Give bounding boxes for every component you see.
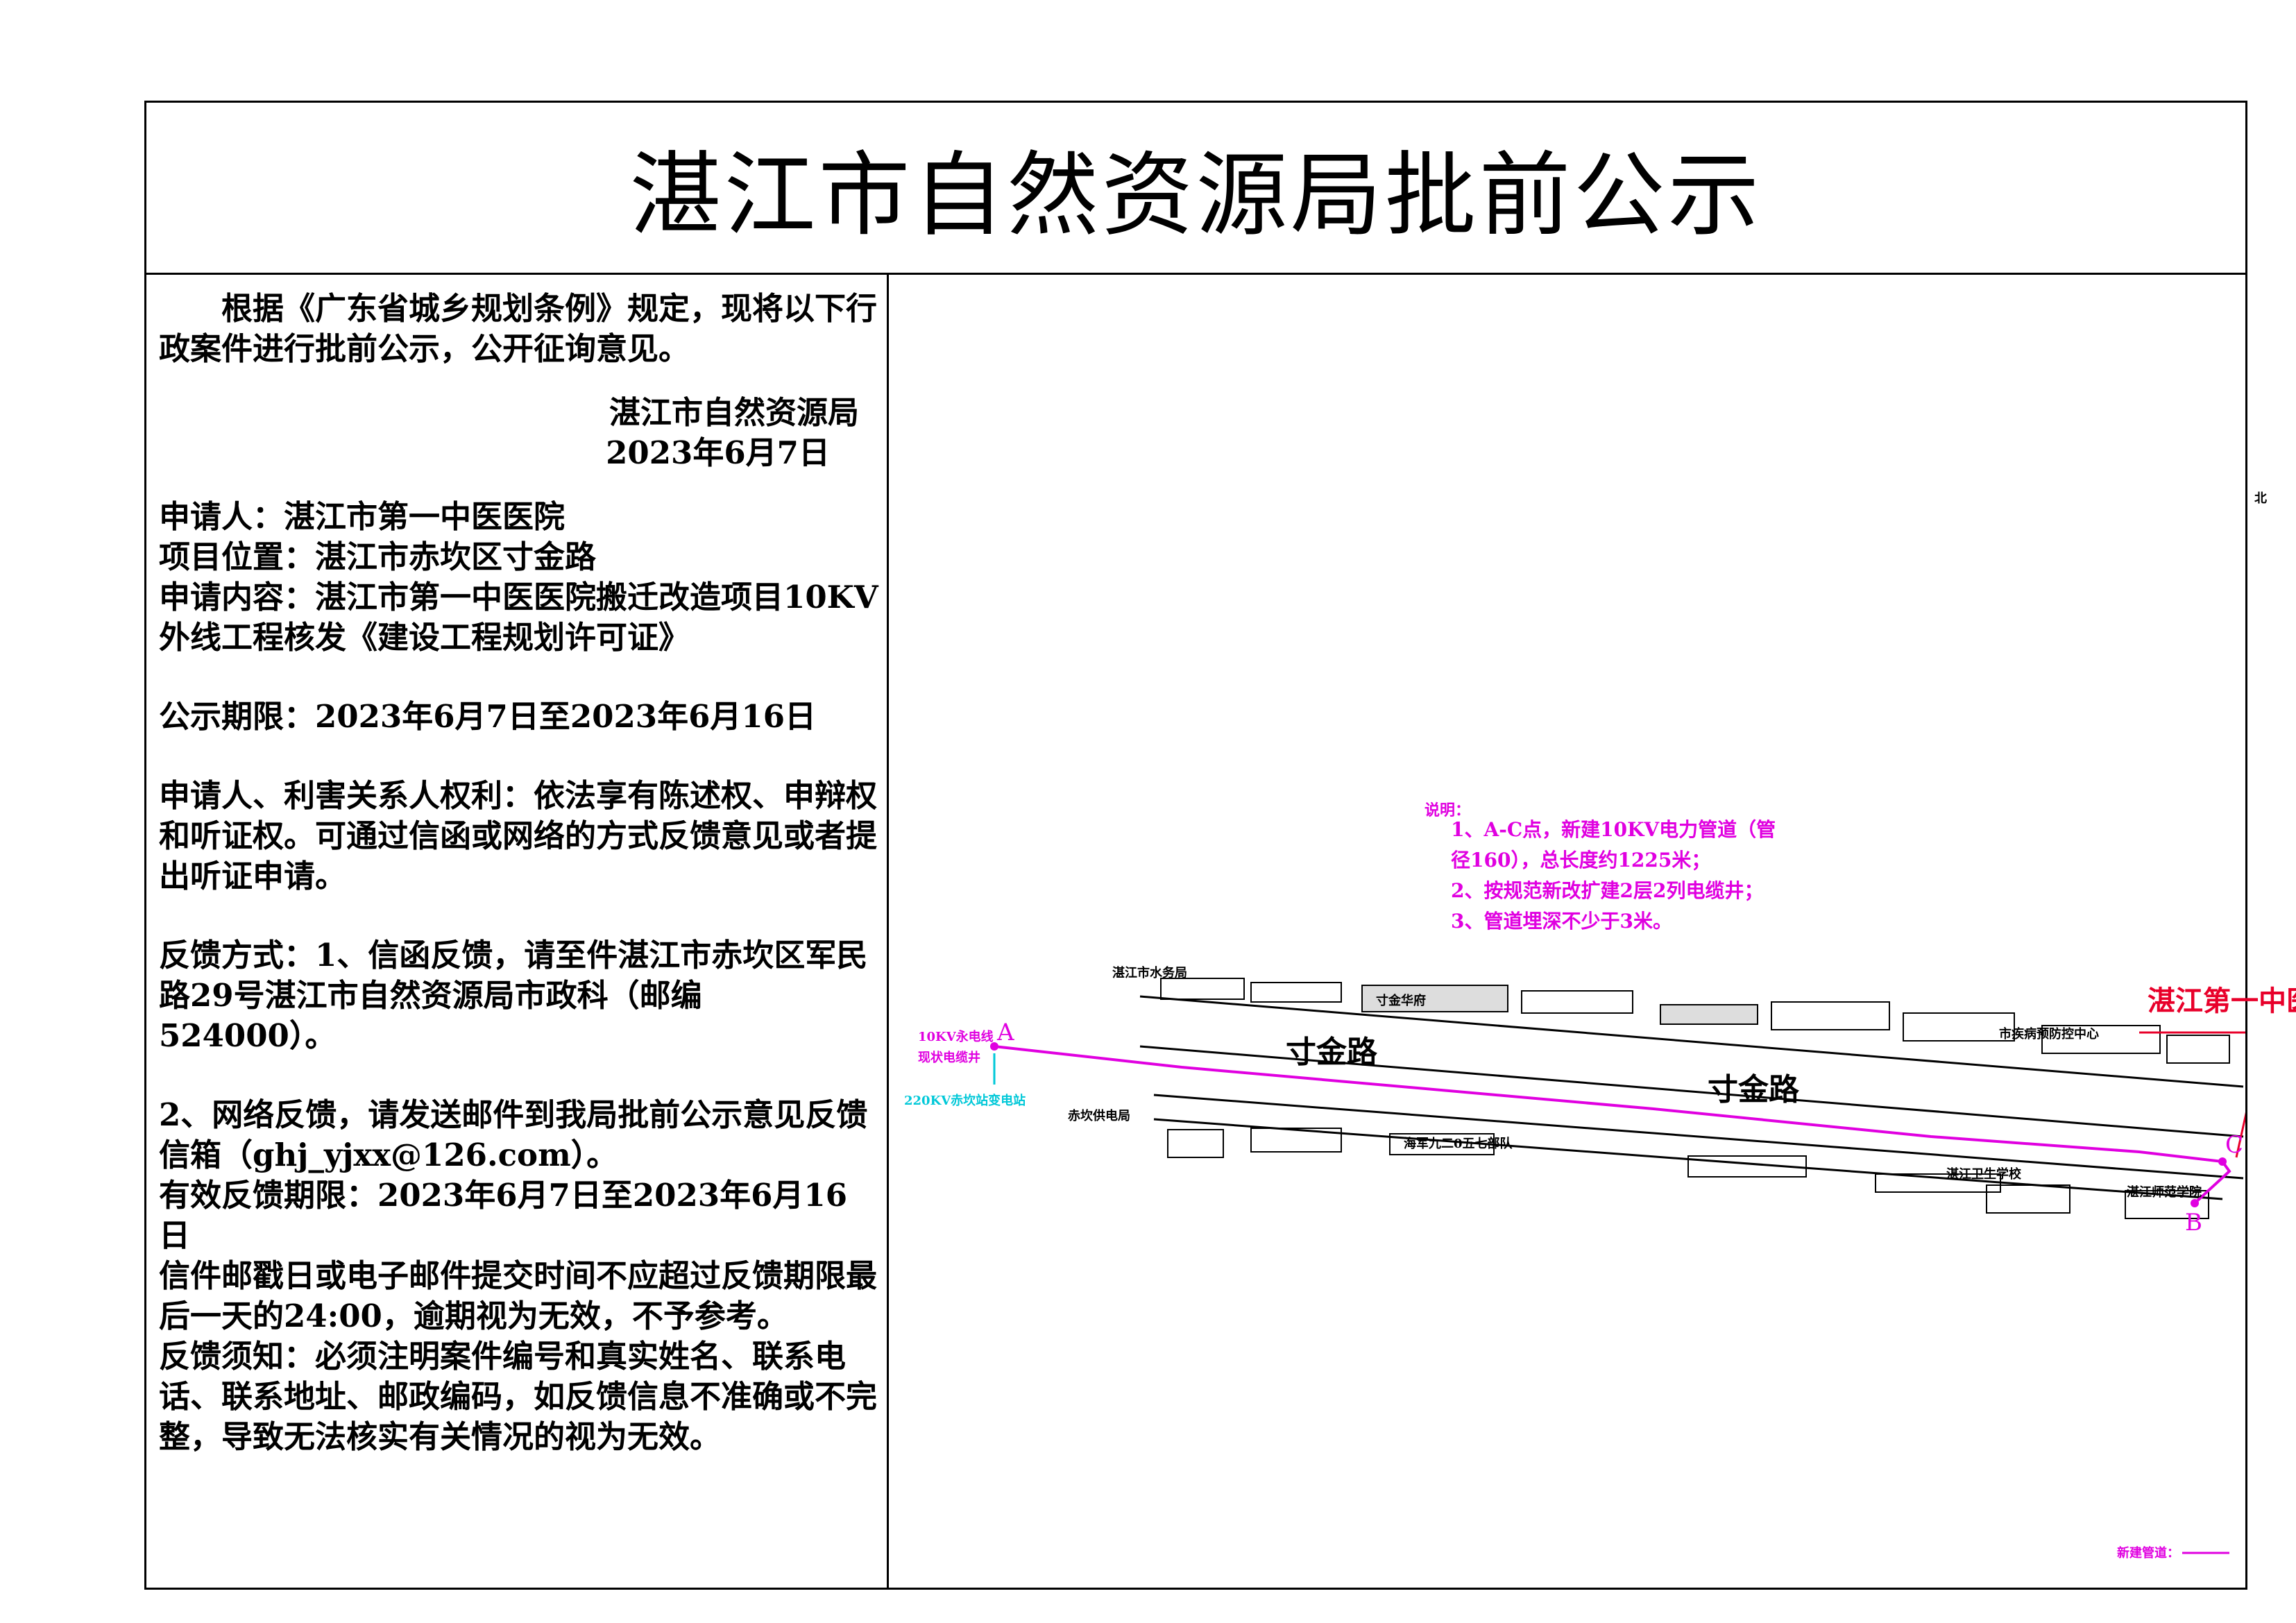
point-c-label: C bbox=[2225, 1131, 2244, 1159]
hospital-label: 湛江第一中医医院 bbox=[2148, 985, 2296, 1017]
notice-frame: 湛江市自然资源局批前公示 根据《广东省城乡规划条例》规定，现将以下行政案件进行批… bbox=[144, 101, 2296, 1590]
rights-paragraph: 申请人、利害关系人权利：依法享有陈述权、申辩权和听证权。可通过信函或网络的方式反… bbox=[159, 777, 878, 894]
point-b-marker bbox=[2191, 1199, 2199, 1207]
applicant: 申请人：湛江市第一中医医院 bbox=[159, 498, 566, 535]
legend-label: 新建管道： bbox=[2117, 1546, 2179, 1561]
page-title: 湛江市自然资源局批前公示 bbox=[629, 142, 1762, 249]
label-substation: 220KV赤坎站变电站 bbox=[904, 1094, 1026, 1108]
note-3: 3、管道埋深不少于3米。 bbox=[1451, 910, 1672, 933]
feedback-mail: 反馈方式：1、信函反馈，请至件湛江市赤坎区军民路29号湛江市自然资源局市政科（邮… bbox=[159, 937, 868, 1054]
label-cable-well: 现状电缆井 bbox=[918, 1051, 980, 1065]
site-plan-map: 北 说明： 1、A-C点，新建10KV电力管道（管 径160），总长度约1225… bbox=[890, 276, 2296, 1588]
application-content: 申请内容：湛江市第一中医医院搬迁改造项目10KV外线工程核发《建设工程规划许可证… bbox=[159, 579, 878, 656]
sign-date: 2023年6月7日 bbox=[606, 434, 830, 471]
label-water-bureau: 湛江市水务局 bbox=[1112, 966, 1187, 980]
point-b-label: B bbox=[2185, 1209, 2202, 1237]
label-health-school: 湛江卫生学校 bbox=[1946, 1167, 2021, 1182]
project-location: 项目位置：湛江市赤坎区寸金路 bbox=[159, 538, 597, 575]
notes-title: 说明： bbox=[1425, 801, 1471, 819]
label-power-bureau: 赤坎供电局 bbox=[1068, 1109, 1130, 1123]
hospital-leader-line bbox=[2139, 1031, 2245, 1158]
point-a-marker bbox=[990, 1042, 998, 1051]
buildings-south bbox=[1167, 1128, 2209, 1219]
note-1b: 径160），总长度约1225米； bbox=[1451, 849, 1711, 872]
label-cunjin-huafu: 寸金华府 bbox=[1376, 994, 1426, 1008]
note-2: 2、按规范新改扩建2层2列电缆井； bbox=[1451, 879, 1764, 902]
road-label-1: 寸金路 bbox=[1286, 1035, 1377, 1070]
note-1a: 1、A-C点，新建10KV电力管道（管 bbox=[1451, 818, 1776, 841]
buildings-north bbox=[1160, 978, 2230, 1064]
title-row: 湛江市自然资源局批前公示 bbox=[146, 103, 2245, 275]
notice-text-column: 根据《广东省城乡规划条例》规定，现将以下行政案件进行批前公示，公开征询意见。 湛… bbox=[146, 275, 889, 1588]
road-label-2: 寸金路 bbox=[1708, 1072, 1799, 1107]
feedback-notice: 反馈须知：必须注明案件编号和真实姓名、联系电话、联系地址、邮政编码，如反馈信息不… bbox=[159, 1338, 878, 1455]
postmark-rule: 信件邮戳日或电子邮件提交时间不应超过反馈期限最后一天的24:00，逾期视为无效，… bbox=[159, 1257, 878, 1334]
intro-paragraph: 根据《广东省城乡规划条例》规定，现将以下行政案件进行批前公示，公开征询意见。 bbox=[159, 290, 878, 367]
label-cdc: 市疾病预防控中心 bbox=[1999, 1027, 2099, 1042]
point-c-marker bbox=[2218, 1157, 2227, 1166]
publicity-period: 公示期限：2023年6月7日至2023年6月16日 bbox=[159, 698, 817, 735]
feedback-network: 2、网络反馈，请发送邮件到我局批前公示意见反馈信箱（ghj_yjxx@126.c… bbox=[159, 1096, 868, 1173]
new-pipe-line bbox=[994, 1045, 2231, 1205]
north-label: 北 bbox=[2254, 491, 2267, 506]
valid-feedback-period: 有效反馈期限：2023年6月7日至2023年6月16日 bbox=[159, 1177, 848, 1254]
signer: 湛江市自然资源局 bbox=[609, 394, 859, 431]
site-plan-drawing bbox=[990, 978, 2245, 1554]
label-navy-unit: 海军九二0五七部队 bbox=[1404, 1137, 1513, 1151]
point-a-label: A bbox=[997, 1019, 1014, 1046]
label-normal-college: 湛江师范学院 bbox=[2127, 1185, 2202, 1200]
label-10kv-line: 10KV永电线 bbox=[918, 1030, 994, 1044]
